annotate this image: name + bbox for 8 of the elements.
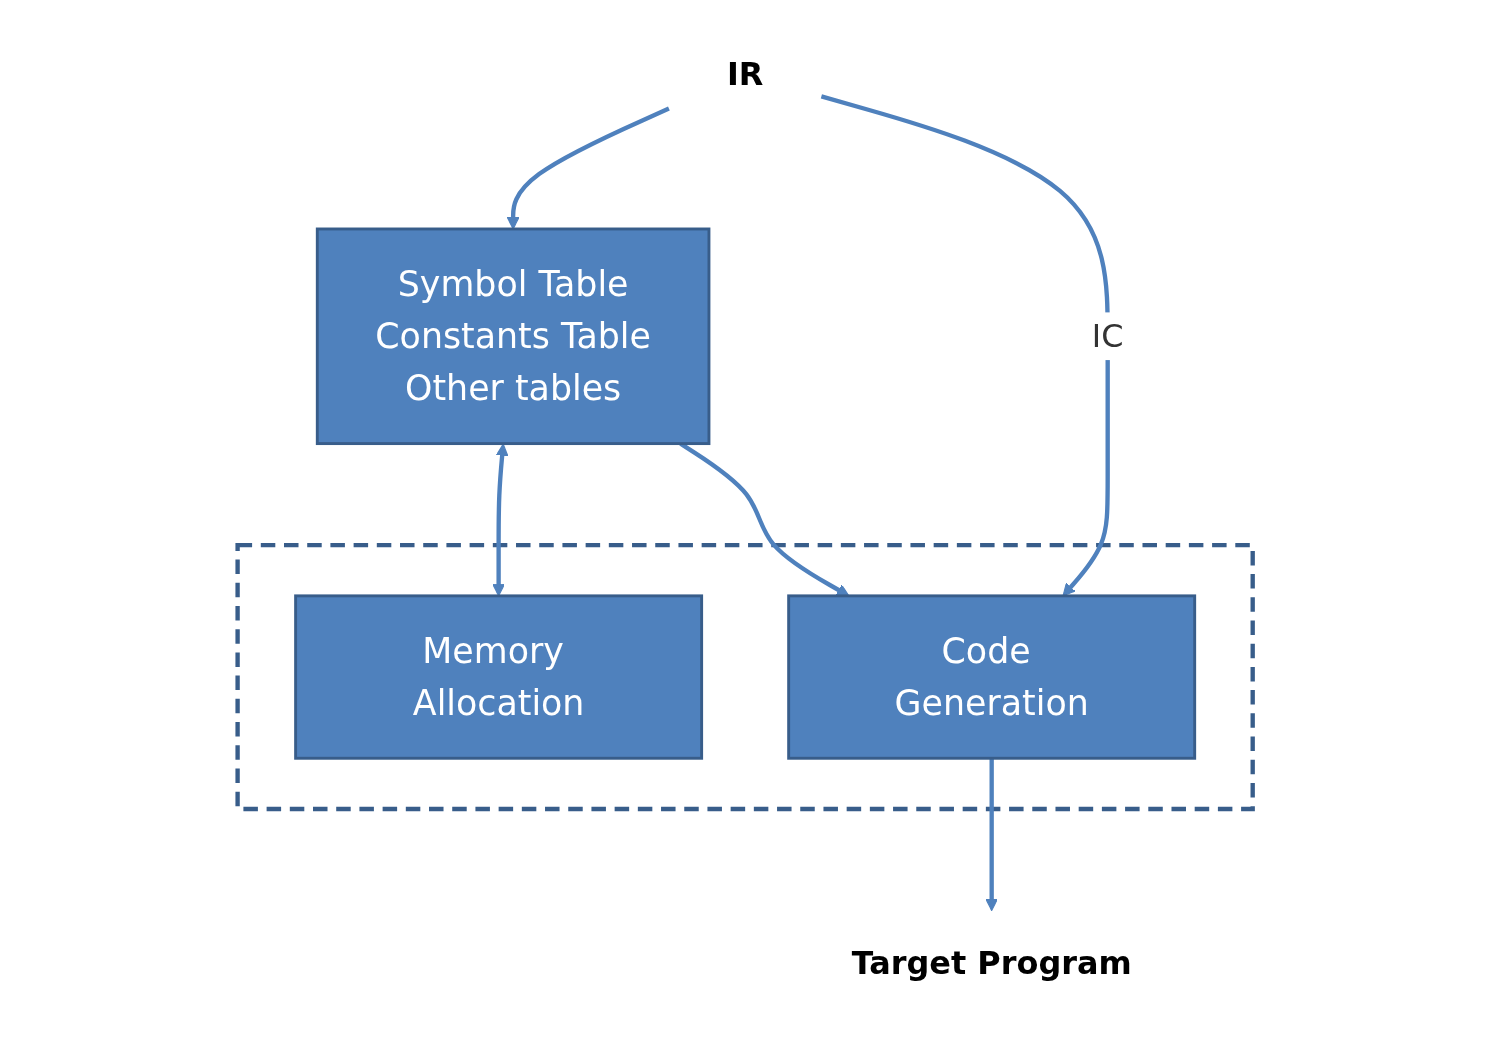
node-text: Target Program xyxy=(851,945,1132,982)
cluster xyxy=(235,542,1255,812)
node-box: Symbol Table Constants Table Other tables xyxy=(315,227,711,446)
arrow xyxy=(985,758,998,912)
node-text: IR xyxy=(726,56,764,93)
edge-label: IC xyxy=(1091,318,1124,355)
node-box: Code Generation xyxy=(787,594,1196,760)
node-box: Memory Allocation xyxy=(294,594,703,760)
